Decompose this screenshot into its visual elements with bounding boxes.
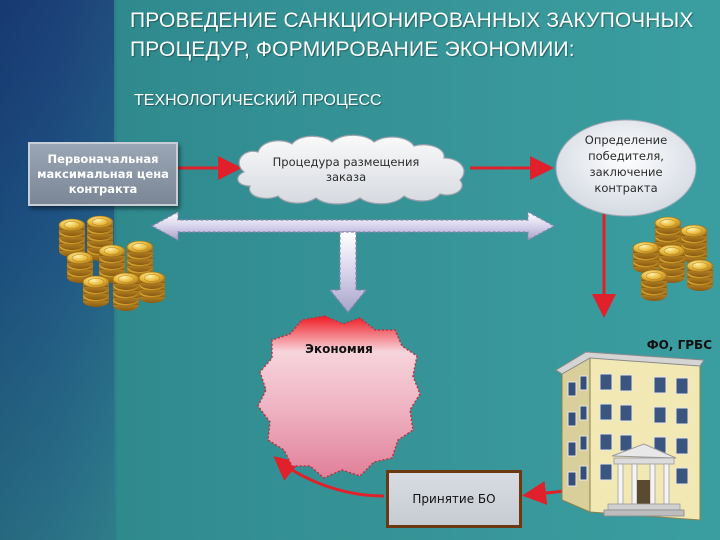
savings-label: Экономия (305, 342, 373, 356)
authority-label: ФО, ГРБС (646, 338, 712, 352)
left-decor-stripe (0, 0, 114, 540)
building-icon (555, 351, 705, 521)
page-subtitle: ТЕХНОЛОГИЧЕСКИЙ ПРОЦЕСС (134, 92, 382, 109)
page-title: ПРОВЕДЕНИЕ САНКЦИОНИРОВАННЫХ ЗАКУПОЧНЫХ … (130, 9, 694, 61)
initial-price-box: Первоначальная максимальная цена контрак… (28, 142, 178, 206)
coin-stack-icon (58, 215, 166, 312)
obligations-box: Принятие БО (386, 470, 522, 528)
winner-label: Определение победителя, заключение контр… (584, 133, 668, 195)
arrow-bo-to-savings (273, 456, 385, 498)
coin-stack-icon (632, 216, 714, 302)
double-arrow (150, 210, 556, 313)
cloud-shape (237, 134, 465, 205)
procedure-label: Процедура размещения заказа (272, 155, 420, 184)
winner-oval (555, 119, 697, 217)
down-arrow (328, 231, 368, 313)
savings-starburst (257, 315, 421, 479)
